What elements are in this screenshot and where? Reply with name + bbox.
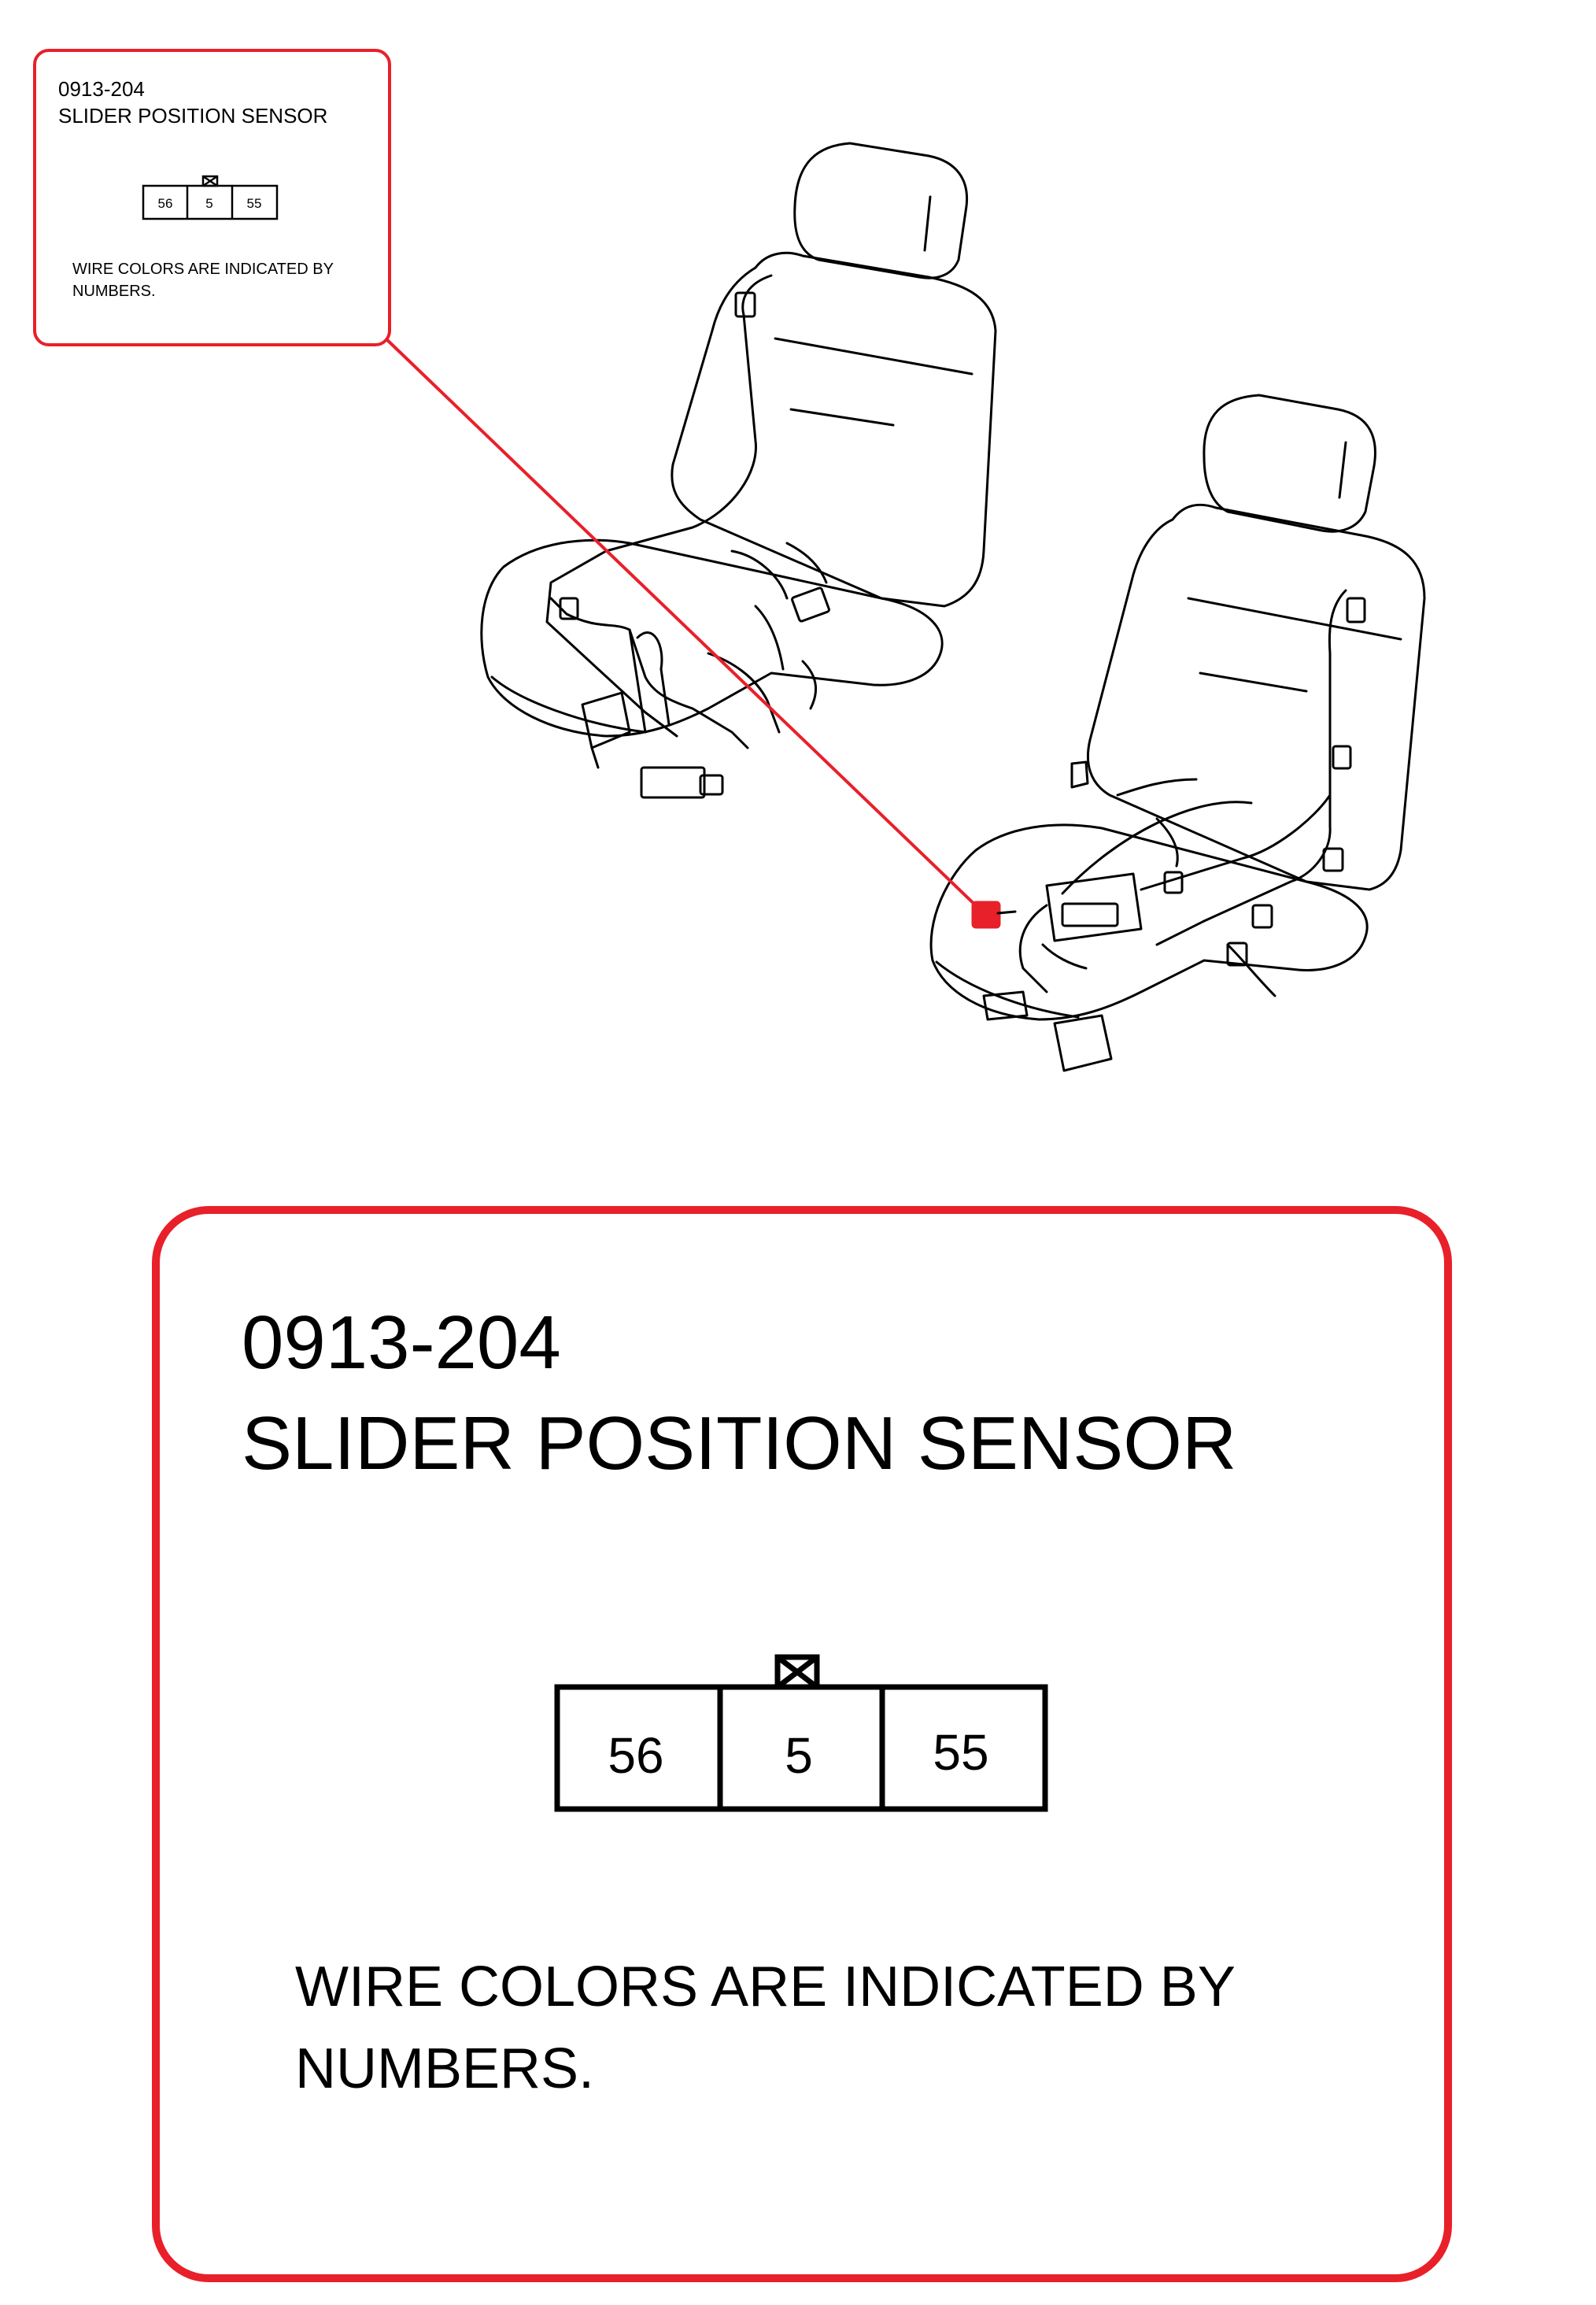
right-seat xyxy=(929,394,1426,1072)
leader-line xyxy=(382,335,984,913)
connector-name: SLIDER POSITION SENSOR xyxy=(242,1401,1237,1485)
connector-name: SLIDER POSITION SENSOR xyxy=(58,104,328,128)
callout-small: 56 5 55 0913-204 SLIDER POSITION SENSOR … xyxy=(33,49,391,346)
lock-icon xyxy=(201,175,219,187)
pin-56: 56 xyxy=(608,1727,663,1784)
connector-code: 0913-204 xyxy=(58,77,145,101)
wire-color-note: WIRE COLORS ARE INDICATED BY NUMBERS. xyxy=(295,1955,1235,2100)
connector-code: 0913-204 xyxy=(242,1300,561,1385)
pin-5: 5 xyxy=(785,1727,813,1784)
pin-55: 55 xyxy=(247,196,262,211)
left-seat xyxy=(480,142,997,799)
pin-5: 5 xyxy=(205,196,212,211)
pin-55: 55 xyxy=(933,1724,988,1781)
lock-icon xyxy=(774,1654,820,1690)
pin-56: 56 xyxy=(158,196,173,211)
callout-large: 56 5 55 0913-204 SLIDER POSITION SENSOR … xyxy=(152,1206,1452,2282)
wire-color-note: WIRE COLORS ARE INDICATED BY NUMBERS. xyxy=(72,261,334,300)
